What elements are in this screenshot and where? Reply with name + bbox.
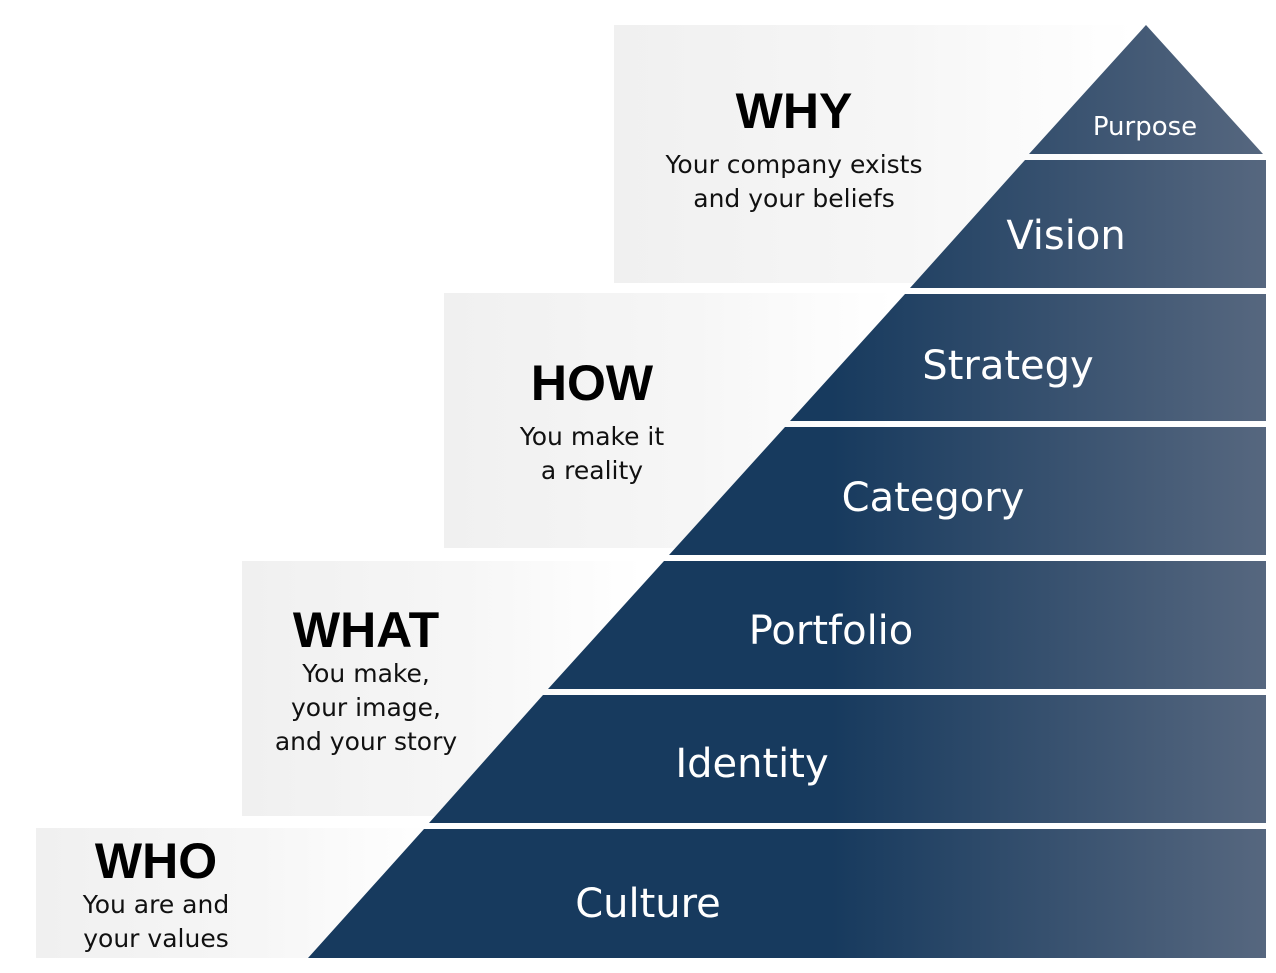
category-who: WHO You are and your values	[46, 834, 266, 956]
desc-line: and your beliefs	[693, 184, 895, 213]
tier-strategy	[790, 294, 1266, 421]
tier-label-strategy: Strategy	[922, 343, 1093, 389]
desc-line: and your story	[274, 727, 458, 756]
category-why: WHY Your company exists and your beliefs	[614, 84, 974, 216]
tier-label-vision: Vision	[1006, 213, 1125, 259]
desc-line: your image,	[291, 693, 441, 722]
tier-culture	[308, 829, 1266, 958]
category-desc-why: Your company exists and your beliefs	[614, 148, 974, 216]
tier-label-culture: Culture	[575, 881, 721, 927]
category-how: HOW You make it a reality	[452, 356, 732, 488]
desc-line: You make it	[519, 422, 665, 451]
tier-purpose	[1029, 25, 1263, 154]
tier-label-identity: Identity	[675, 741, 828, 787]
desc-line: a reality	[540, 456, 644, 485]
category-heading-why: WHY	[735, 83, 853, 139]
tier-label-category: Category	[842, 475, 1025, 521]
category-heading-what: WHAT	[292, 602, 440, 658]
category-desc-who: You are and your values	[46, 888, 266, 956]
tier-vision	[910, 160, 1266, 288]
category-heading-who: WHO	[94, 833, 218, 889]
tier-identity	[429, 695, 1266, 823]
category-what: WHAT You make, your image, and your stor…	[246, 603, 486, 759]
tier-label-portfolio: Portfolio	[749, 608, 914, 654]
tier-category	[669, 427, 1266, 555]
tier-label-purpose: Purpose	[1093, 112, 1197, 142]
desc-line: your values	[83, 924, 229, 953]
desc-line: You are and	[82, 890, 230, 919]
category-desc-what: You make, your image, and your story	[246, 657, 486, 759]
category-desc-how: You make it a reality	[452, 420, 732, 488]
desc-line: Your company exists	[665, 150, 923, 179]
desc-line: You make,	[302, 659, 430, 688]
tier-portfolio	[548, 561, 1266, 689]
category-heading-how: HOW	[530, 355, 654, 411]
